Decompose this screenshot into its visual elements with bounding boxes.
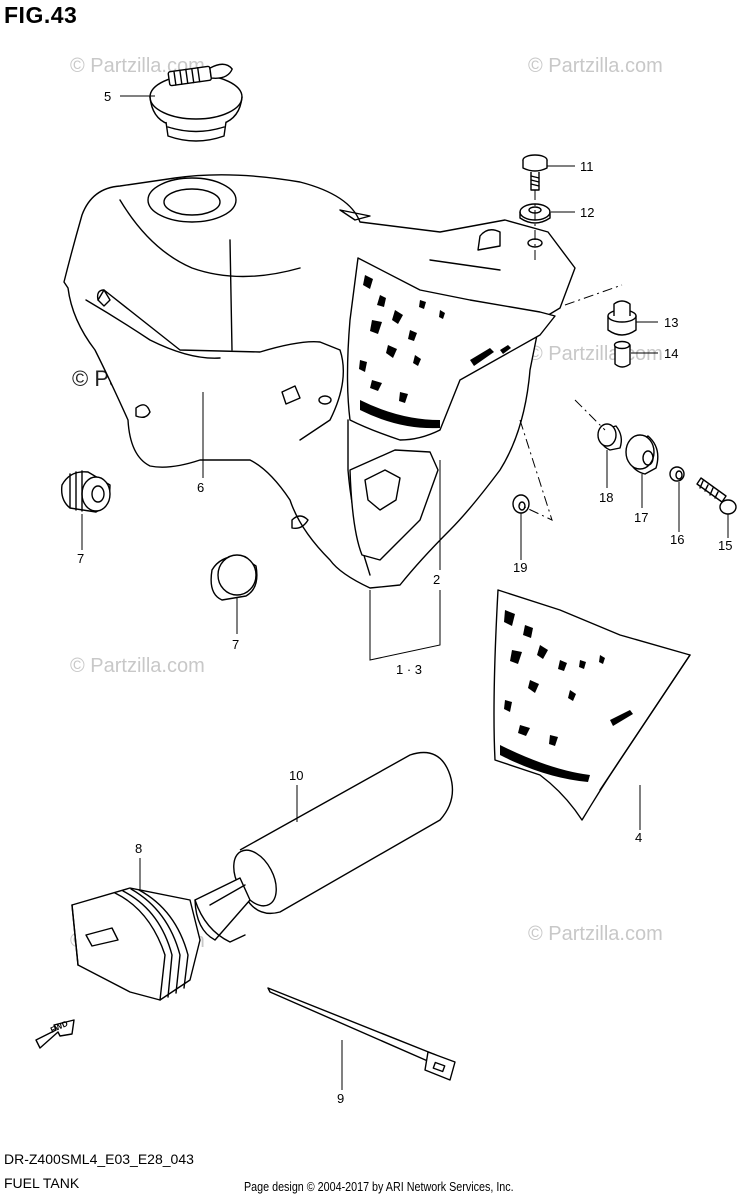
callout-12: 12 (580, 205, 594, 220)
footer-copyright: Page design © 2004-2017 by ARI Network S… (244, 1180, 514, 1194)
callouts: 5 11 12 13 14 6 18 17 16 15 19 7 2 7 1 ·… (77, 89, 732, 1106)
fuel-cap (149, 63, 243, 142)
figure-title: FIG.43 (4, 2, 78, 28)
callout-8: 8 (135, 841, 142, 856)
callout-5: 5 (104, 89, 111, 104)
shroud (493, 589, 691, 821)
callout-10: 10 (289, 768, 303, 783)
callout-16: 16 (670, 532, 684, 547)
screw (696, 477, 737, 515)
grommet (512, 494, 530, 514)
washer (669, 466, 685, 482)
heat-protector (194, 751, 454, 943)
cushion-small (597, 423, 623, 451)
watermark: © Partzilla.com (528, 55, 663, 77)
callout-9: 9 (337, 1091, 344, 1106)
callout-6: 6 (197, 480, 204, 495)
callout-14: 14 (664, 346, 678, 361)
callout-2: 2 (433, 572, 440, 587)
model-code: DR-Z400SML4_E03_E28_043 (4, 1151, 194, 1167)
collar (613, 340, 631, 368)
protector (71, 887, 201, 1001)
leader-lines (81, 95, 729, 1090)
callout-4: 4 (635, 830, 642, 845)
callout-1-3: 1 · 3 (396, 662, 422, 677)
cushion-large (625, 434, 659, 475)
callout-11: 11 (580, 159, 594, 174)
cushion (607, 300, 637, 336)
tank-cushion-lower (210, 554, 258, 601)
callout-13: 13 (664, 315, 678, 330)
callout-17: 17 (634, 510, 648, 525)
alignment-lines (519, 190, 623, 521)
watermark: © Partzilla.com (528, 923, 663, 945)
watermark: © Partzilla.com (528, 343, 663, 365)
watermark: © Partzilla.com (70, 655, 205, 677)
bolt (522, 154, 548, 191)
assembly-name: FUEL TANK (4, 1175, 80, 1191)
fuel-tank (63, 174, 576, 589)
callout-7: 7 (77, 551, 84, 566)
cable-tie (267, 987, 456, 1081)
callout-15: 15 (718, 538, 732, 553)
callout-19: 19 (513, 560, 527, 575)
tank-cushion-upper (60, 470, 111, 513)
fwd-arrow-icon: FWD (35, 1019, 75, 1049)
callout-18: 18 (599, 490, 613, 505)
callout-7: 7 (232, 637, 239, 652)
